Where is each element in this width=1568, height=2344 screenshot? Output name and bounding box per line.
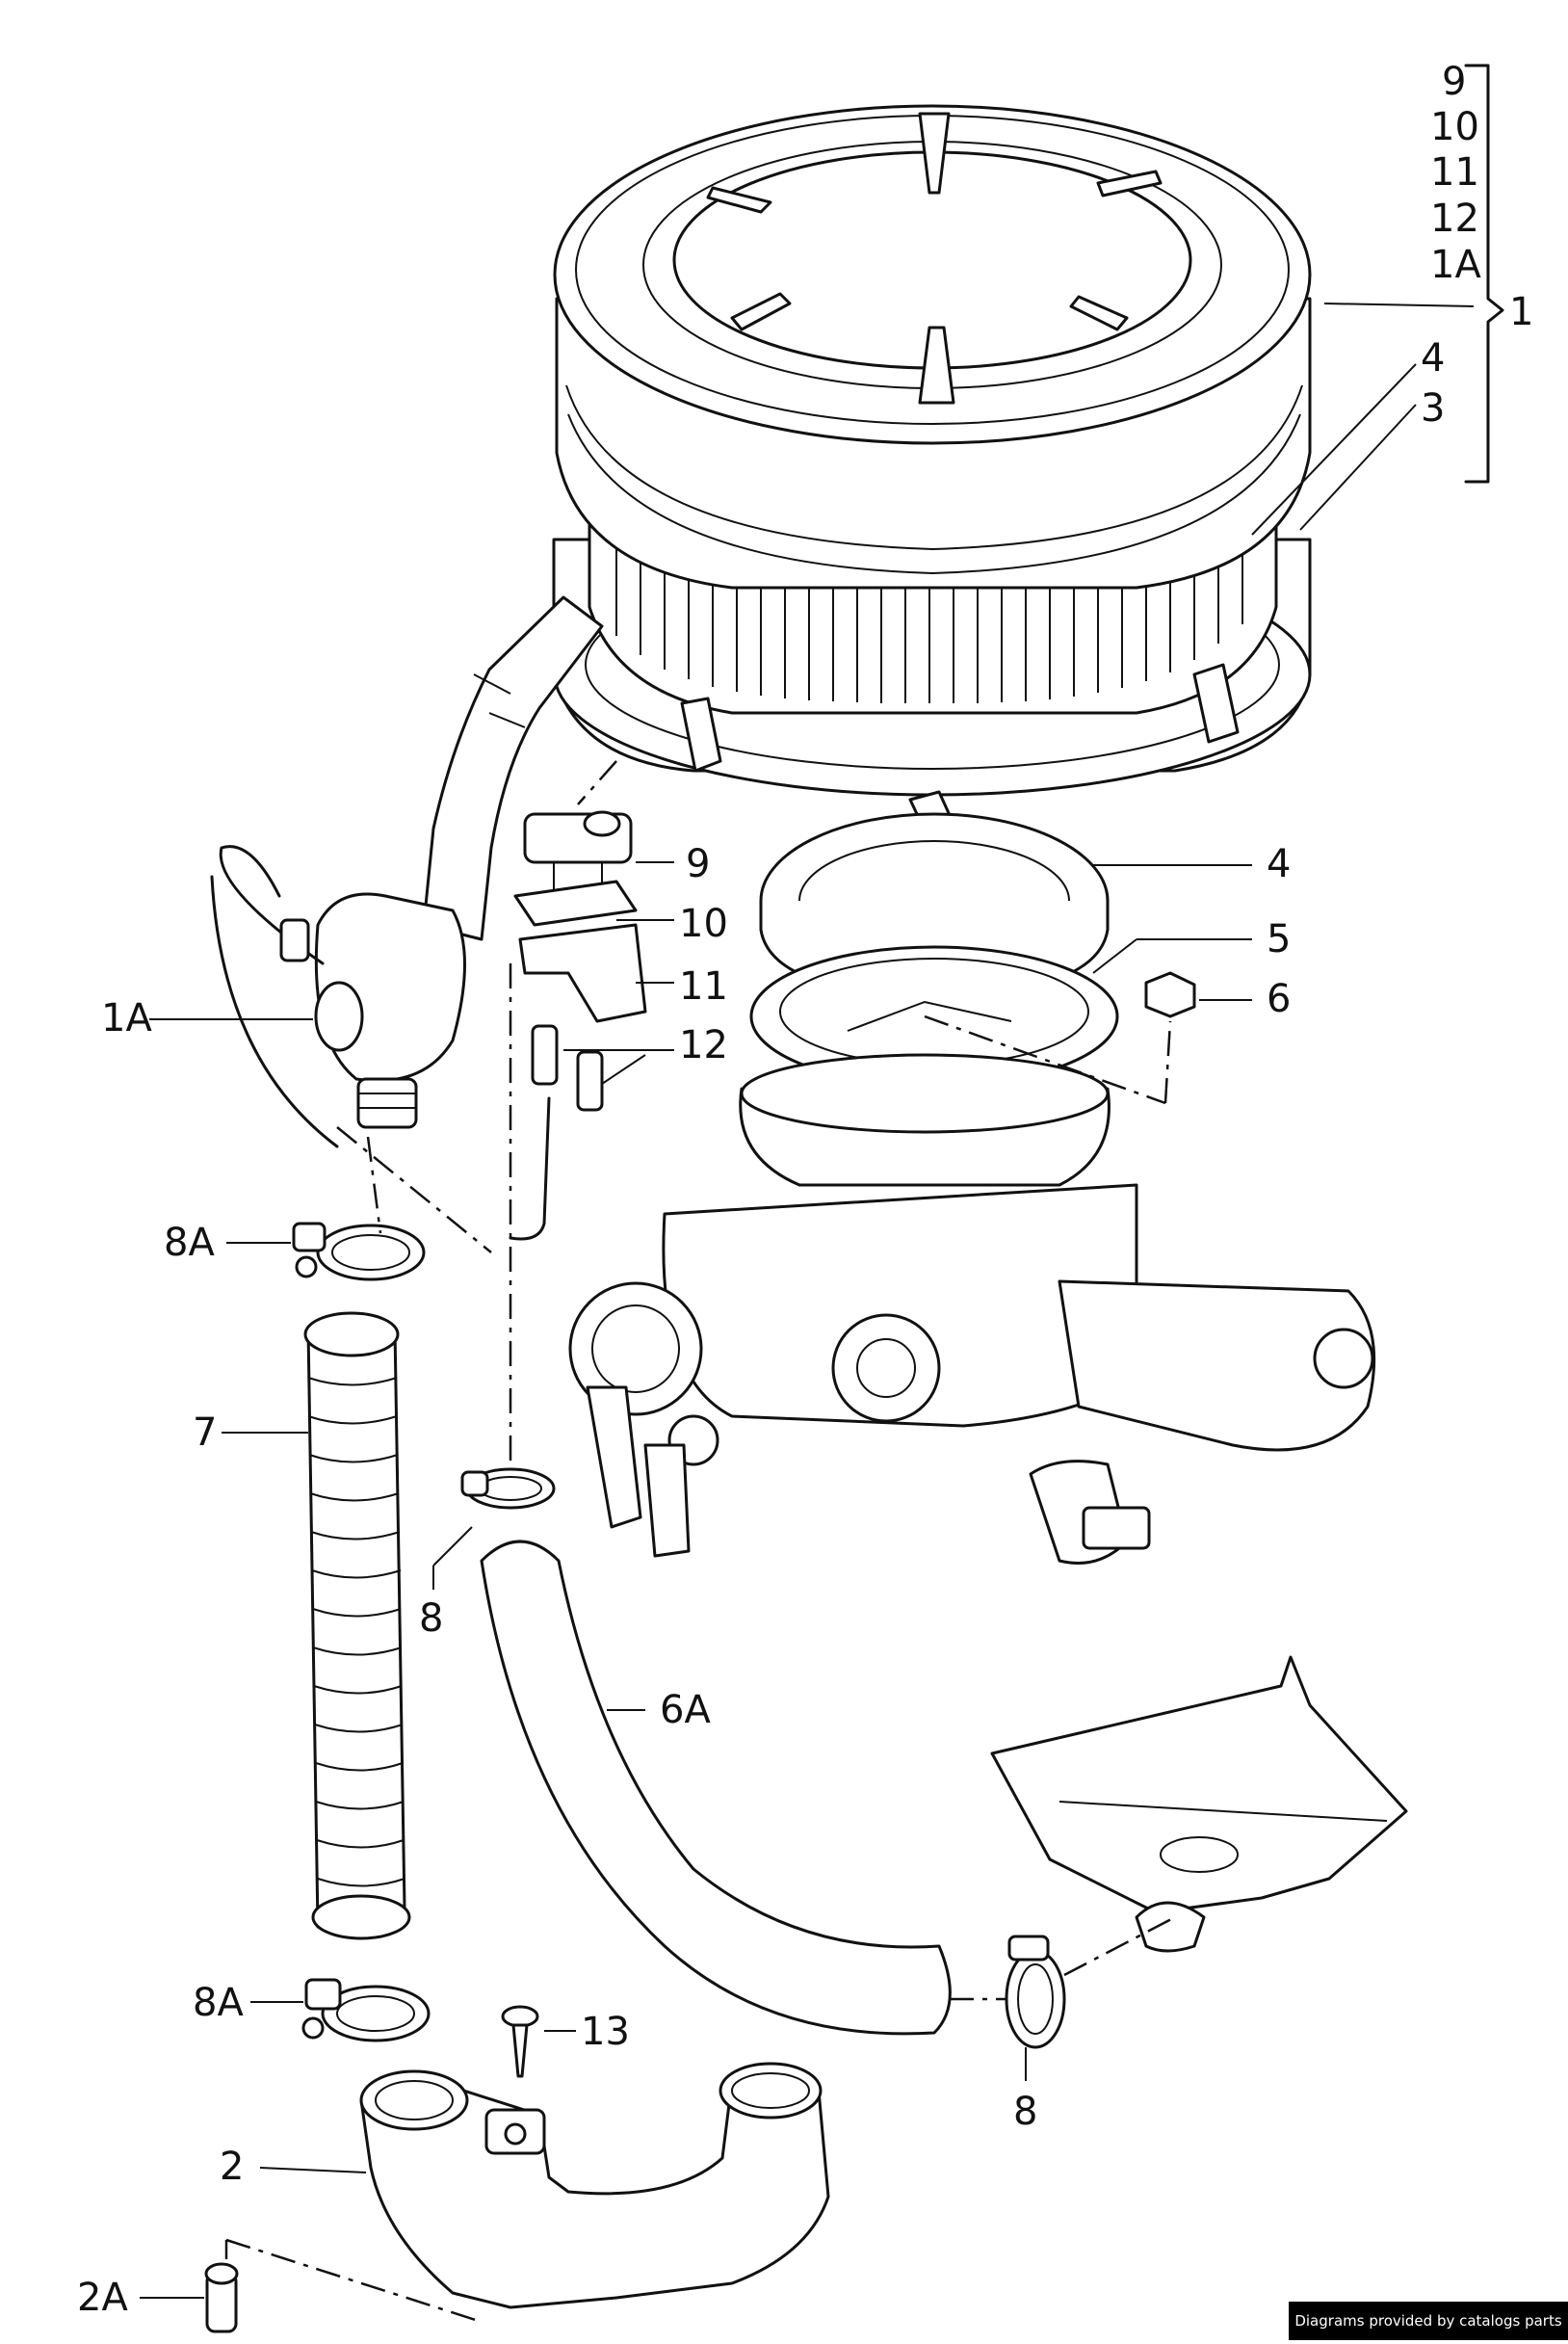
group-bracket (1464, 64, 1504, 484)
label-4-top: 4 (1421, 336, 1445, 381)
leader-lines (140, 303, 1475, 2299)
label-1: 1 (1509, 290, 1533, 334)
clamp-8-right (1005, 1935, 1066, 2049)
label-3: 3 (1421, 386, 1445, 431)
label-2: 2 (220, 2145, 244, 2189)
bracket-parts (509, 810, 647, 1241)
label-8-left: 8 (419, 1596, 443, 1641)
carburetor (568, 1053, 1376, 1565)
label-1a: 1A (101, 996, 152, 1040)
clamp-8-left (460, 1467, 556, 1510)
label-9: 9 (686, 842, 710, 886)
credit-badge: Diagrams provided by catalogs parts (1289, 2302, 1568, 2340)
label-10-top: 10 (1430, 105, 1479, 149)
intake-elbow (359, 2062, 830, 2309)
label-6: 6 (1267, 977, 1291, 1021)
hose-6a (480, 1540, 952, 2036)
label-8a-top: 8A (164, 1221, 215, 1265)
label-10: 10 (679, 902, 728, 946)
label-11-top: 11 (1430, 150, 1479, 195)
filter-ribs (615, 528, 1243, 703)
air-filter-housing (552, 104, 1312, 832)
label-6a: 6A (660, 1688, 711, 1732)
label-11: 11 (679, 964, 728, 1009)
intake-snorkel (210, 595, 604, 1148)
label-5: 5 (1267, 917, 1291, 961)
label-12-top: 12 (1430, 197, 1479, 241)
label-8-right: 8 (1013, 2090, 1037, 2134)
label-13: 13 (581, 2010, 630, 2054)
label-1a-top: 1A (1430, 243, 1481, 287)
center-lines (224, 760, 1176, 2324)
corrugated-hose (303, 1311, 411, 1940)
heat-shield (990, 1655, 1408, 1953)
label-9-top: 9 (1442, 60, 1466, 104)
label-8a-bottom: 8A (193, 1981, 244, 2025)
label-4: 4 (1267, 842, 1291, 886)
screw-13 (501, 2005, 539, 2078)
clamp-8a-top (292, 1222, 426, 1281)
label-2a: 2A (77, 2276, 128, 2320)
clip-2a (204, 2262, 239, 2333)
seal-and-base (749, 812, 1196, 1088)
label-7: 7 (193, 1410, 217, 1455)
label-12: 12 (679, 1023, 728, 1067)
hose-corrugations (307, 1377, 405, 1887)
clamp-8a-bottom (301, 1978, 431, 2042)
